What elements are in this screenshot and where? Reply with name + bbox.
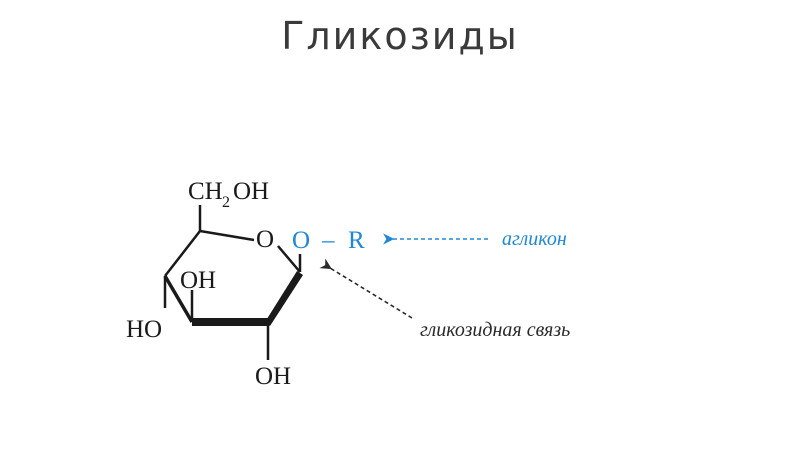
ring-bond-o-c1 xyxy=(277,245,301,273)
aglycone-r-label: R xyxy=(348,227,365,254)
glycoside-dash-label: – xyxy=(321,227,335,254)
aglycone-label: агликон xyxy=(502,228,567,250)
slide-title: Гликозиды xyxy=(281,14,519,58)
substituent-bonds xyxy=(163,205,302,360)
ring-bond-c4-c3 xyxy=(163,275,194,323)
ch2oh-subscript: 2 xyxy=(222,194,230,211)
ring-bond-c5-o xyxy=(199,229,255,242)
glycoside-oxygen-label: O xyxy=(292,227,310,254)
glycosidic-bond-arrow xyxy=(319,258,413,319)
oh-bottom-label: OH xyxy=(255,363,291,390)
glycosidic-bond-label: гликозидная связь xyxy=(420,319,570,341)
ch2oh-ch-label: CH xyxy=(188,178,223,205)
ring-bond-c3-c2-bold xyxy=(192,318,268,326)
ring-bond-c5-c4 xyxy=(164,230,201,277)
pyranose-ring xyxy=(163,229,303,326)
ring-bond-c2-c1-wedge xyxy=(265,271,303,326)
oh-inner-label: OH xyxy=(180,267,216,294)
ring-oxygen-label: O xyxy=(256,226,274,253)
ch2oh-oh-label: OH xyxy=(233,178,269,205)
ho-left-label: HO xyxy=(126,316,162,343)
